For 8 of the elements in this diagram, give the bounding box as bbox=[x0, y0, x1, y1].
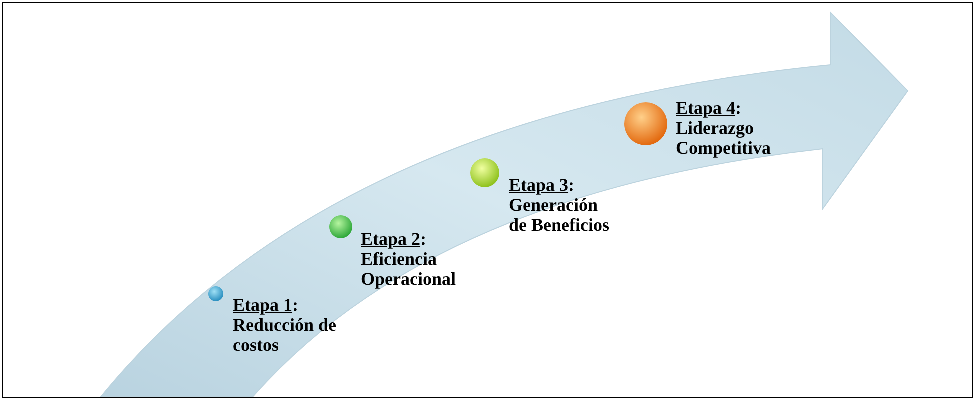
stage-title: Etapa 1: bbox=[233, 295, 299, 315]
stage-title: Etapa 3: bbox=[509, 175, 575, 195]
stage-description: Liderazgo Competitiva bbox=[676, 118, 772, 158]
stage-title: Etapa 4: bbox=[676, 98, 742, 118]
stage-description: Eficiencia Operacional bbox=[361, 249, 457, 289]
stage-description: Generación de Beneficios bbox=[509, 195, 610, 235]
stage-description: Reducción de costos bbox=[233, 315, 338, 355]
stage-title: Etapa 2: bbox=[361, 229, 427, 249]
